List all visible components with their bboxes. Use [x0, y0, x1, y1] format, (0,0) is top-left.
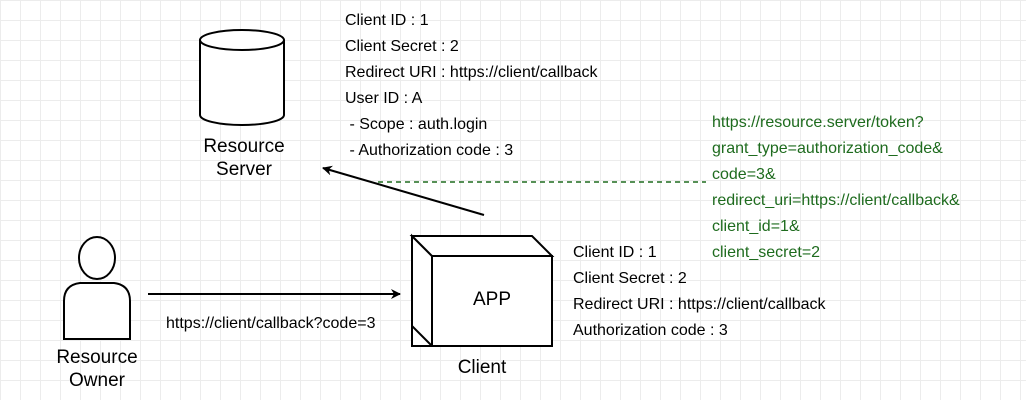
token-request-redirect-uri: redirect_uri=https://client/callback& [712, 192, 960, 209]
resource-server-user-id: User ID : A [345, 90, 423, 107]
client-info: Client ID : 1 Client Secret : 2 Redirect… [573, 243, 826, 347]
resource-server-auth-code: - Authorization code : 3 [345, 142, 514, 159]
resource-server-info: Client ID : 1 Client Secret : 2 Redirect… [345, 11, 598, 167]
client-box-label: APP [472, 289, 512, 310]
resource-server-redirect-uri: Redirect URI : https://client/callback [345, 64, 598, 81]
token-request-client-secret: client_secret=2 [712, 244, 821, 261]
token-request-url: https://resource.server/token? [712, 114, 924, 131]
database-cylinder-icon [199, 29, 285, 126]
client-client-id: Client ID : 1 [573, 244, 657, 261]
resource-server-scope: - Scope : auth.login [345, 116, 488, 133]
client-redirect-uri: Redirect URI : https://client/callback [573, 296, 826, 313]
resource-server-client-id: Client ID : 1 [345, 12, 429, 29]
client-label: Client [457, 357, 507, 378]
client-to-server-arrow [322, 165, 485, 216]
owner-to-client-label: https://client/callback?code=3 [166, 315, 376, 332]
token-request-text: https://resource.server/token? grant_typ… [712, 113, 960, 269]
client-client-secret: Client Secret : 2 [573, 270, 687, 287]
resource-owner-label: Resource Owner [56, 347, 138, 391]
person-icon [63, 236, 131, 340]
token-request-client-id: client_id=1& [712, 218, 800, 235]
client-auth-code: Authorization code : 3 [573, 322, 728, 339]
token-request-code: code=3& [712, 166, 776, 183]
resource-server-client-secret: Client Secret : 2 [345, 38, 459, 55]
3d-box-icon [409, 233, 555, 347]
resource-server-label: Resource Server [203, 136, 285, 180]
token-request-grant-type: grant_type=authorization_code& [712, 140, 943, 157]
